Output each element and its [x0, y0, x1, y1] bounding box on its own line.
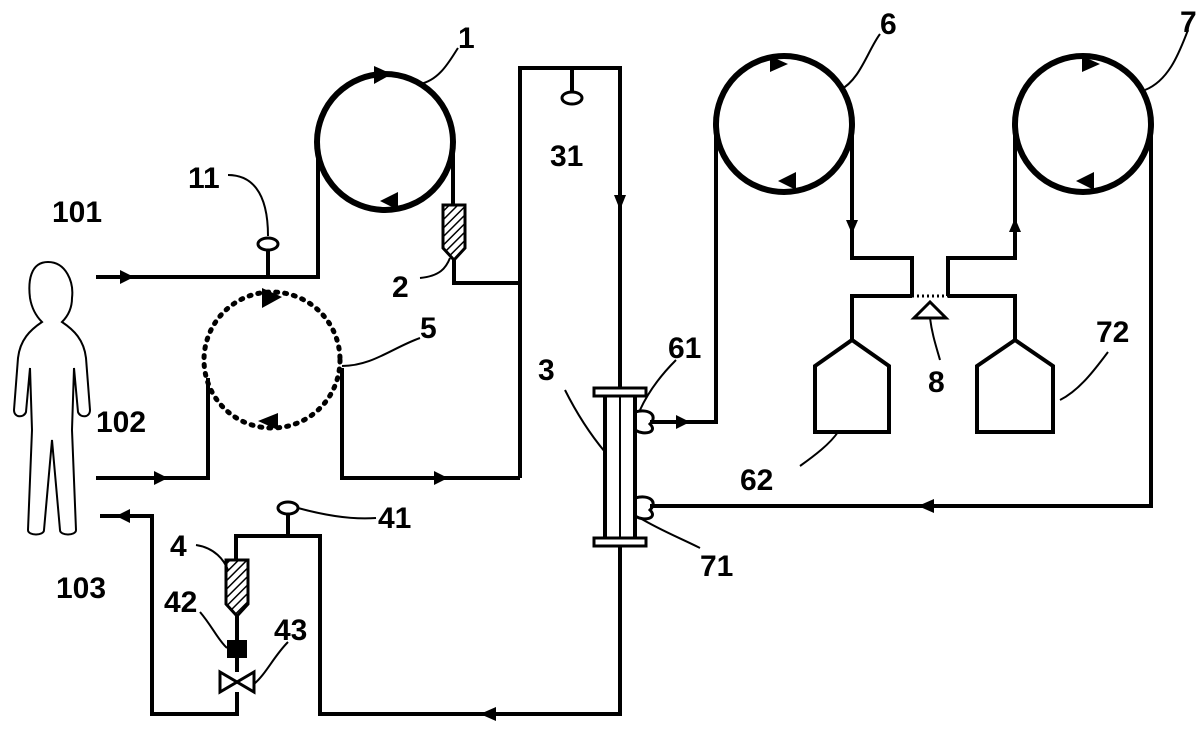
leader-62: [799, 431, 839, 467]
arrow-6-down: [846, 220, 858, 234]
label-103: 103: [56, 572, 106, 605]
pump-1: [314, 71, 456, 213]
line-6-to-8: [850, 124, 914, 296]
leader-4: [195, 544, 229, 571]
label-101: 101: [52, 196, 102, 229]
label-102: 102: [96, 406, 146, 439]
arrow-103: [116, 509, 130, 523]
inlet-101-line: [96, 138, 320, 279]
label-31: 31: [550, 140, 583, 173]
pump-7-arrow-top: [1082, 56, 1100, 72]
label-61: 61: [668, 332, 701, 365]
leader-3: [564, 389, 606, 453]
label-3: 3: [538, 354, 555, 387]
line-62: [850, 294, 912, 340]
patient-figure: [12, 260, 92, 536]
arrow-102: [154, 471, 168, 485]
filter-4: [224, 558, 250, 619]
leader-41: [297, 507, 377, 520]
bottle-62: [813, 337, 891, 434]
pump-6: [713, 53, 855, 195]
pump-5-dotted: [201, 289, 343, 431]
label-6: 6: [880, 8, 897, 41]
port-71: [634, 495, 655, 521]
pump-5-arrow-bottom: [258, 413, 278, 430]
filter-2-outlet: [452, 260, 520, 285]
leader-2: [419, 257, 451, 279]
pump-6-arrow-top: [770, 56, 788, 72]
pump-1-arrow-bottom: [380, 192, 398, 210]
pump-5-arrow-top: [262, 288, 282, 308]
sensor-8: [910, 299, 950, 320]
line-7-to-71: [650, 115, 1153, 508]
device-3-outlet: [234, 534, 622, 716]
sensor-42: [227, 640, 247, 658]
label-5: 5: [420, 312, 437, 345]
device-3-top-cap: [592, 386, 648, 398]
label-43: 43: [274, 614, 307, 647]
line-5-right: [340, 368, 520, 480]
valve-11-icon: [256, 236, 280, 252]
line-7-from-8: [946, 124, 1017, 296]
pump-6-arrow-bottom: [778, 172, 796, 190]
leader-8: [929, 317, 941, 361]
leader-71: [639, 517, 701, 549]
arrow-71: [918, 499, 934, 513]
label-8: 8: [928, 366, 945, 399]
inlet-102-line: [96, 378, 210, 480]
valve-43-right: [234, 669, 256, 695]
leader-5: [341, 337, 421, 367]
label-7: 7: [1180, 6, 1197, 39]
leader-61: [639, 359, 677, 411]
leader-1: [419, 47, 459, 85]
pump-1-arrow-top: [374, 66, 392, 84]
leader-72: [1059, 351, 1109, 401]
arrow-5-out: [434, 471, 448, 485]
leader-43: [253, 641, 289, 685]
label-41: 41: [378, 502, 411, 535]
leader-11: [227, 174, 269, 237]
leader-6: [839, 33, 881, 91]
label-1: 1: [458, 22, 475, 55]
label-11: 11: [188, 162, 220, 195]
filter-2: [441, 203, 467, 263]
arrow-down-31: [614, 195, 626, 210]
pump-7: [1012, 53, 1154, 195]
arrow-7-up: [1009, 218, 1021, 232]
valve-31-icon: [560, 90, 584, 106]
line-43-to-103: [100, 514, 239, 716]
label-62: 62: [740, 464, 773, 497]
valve-43-left: [218, 669, 240, 695]
bottle-72: [975, 337, 1055, 434]
arrow-61: [676, 415, 690, 429]
leader-42: [199, 611, 228, 649]
line-61-to-6: [650, 115, 718, 424]
label-42: 42: [164, 586, 197, 619]
label-72: 72: [1096, 316, 1129, 349]
leader-7: [1144, 29, 1189, 91]
pump-7-arrow-bottom: [1076, 172, 1094, 190]
label-4: 4: [170, 530, 187, 563]
device-3-bottom-cap: [592, 536, 648, 548]
arrow-101: [120, 270, 134, 284]
label-2: 2: [392, 271, 409, 304]
valve-41-icon: [276, 500, 300, 516]
line-72: [948, 294, 1017, 340]
arrow-bottom-return: [480, 707, 496, 721]
label-71: 71: [700, 550, 733, 583]
